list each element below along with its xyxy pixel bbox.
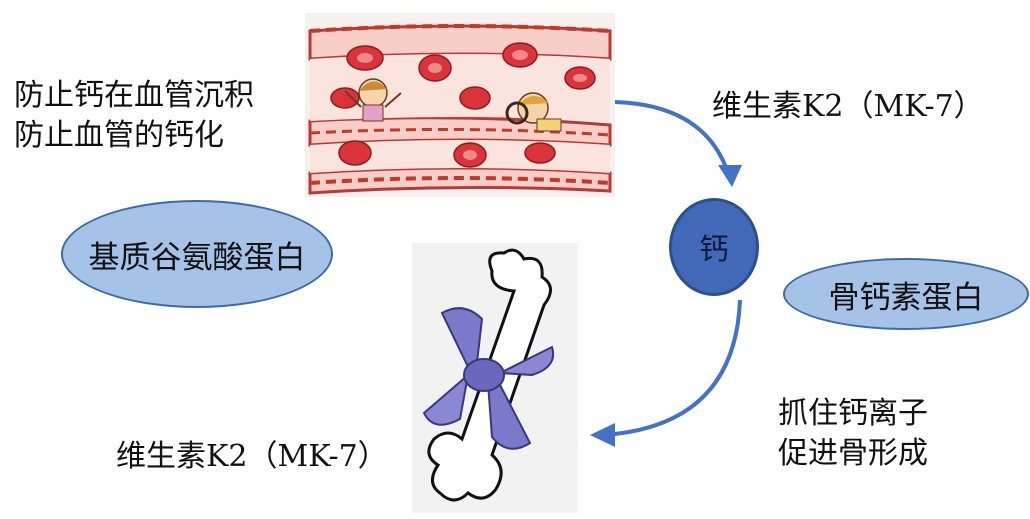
vessel-benefit-line2: 防止血管的钙化: [14, 118, 224, 153]
bone-benefit-line1: 抓住钙离子: [778, 396, 928, 431]
matrix-gla-protein-ellipse: 基质谷氨酸蛋白: [61, 200, 333, 308]
vitamin-k2-label-top: 维生素K2（MK-7）: [712, 89, 984, 124]
curved-arrow-down: [614, 100, 742, 187]
calcium-node: 钙: [669, 198, 759, 296]
osteocalcin-ellipse: 骨钙素蛋白: [783, 258, 1029, 330]
blood-vessel-illustration: [305, 13, 615, 197]
vessel-benefit-line1: 防止钙在血管沉积: [14, 78, 254, 113]
curved-arrow-left: [590, 299, 742, 447]
vitamin-k2-label-bottom: 维生素K2（MK-7）: [116, 439, 388, 474]
bone-with-bow-illustration: [412, 243, 578, 513]
bone-benefit-line2: 促进骨形成: [778, 436, 928, 471]
